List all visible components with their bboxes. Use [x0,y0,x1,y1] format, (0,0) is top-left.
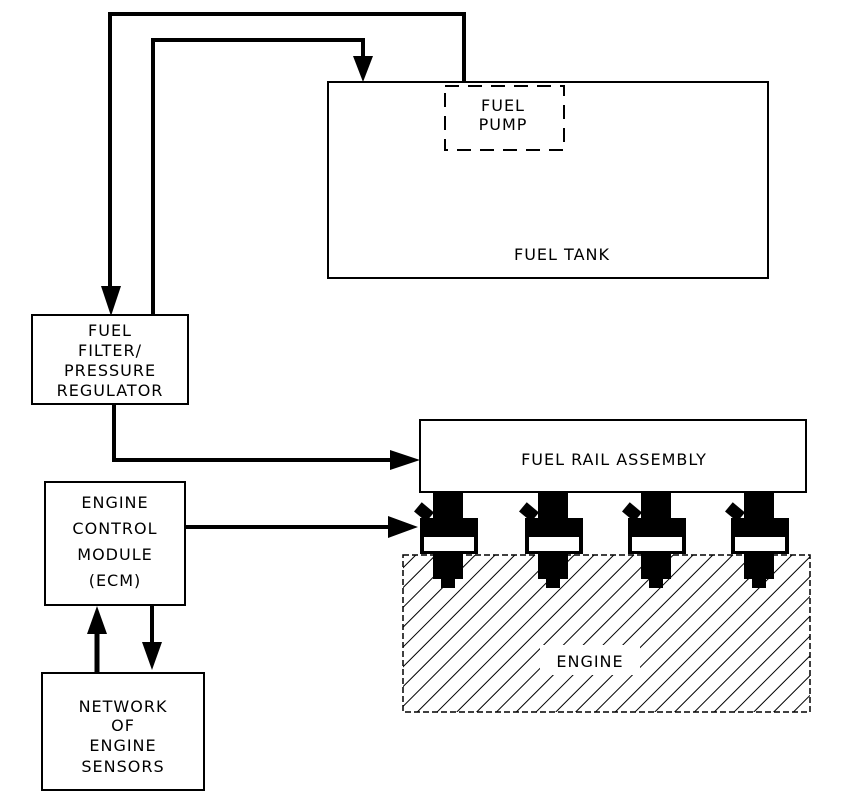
fuel-pump: FUEL PUMP [444,85,565,151]
supply-line-arrow [101,12,466,316]
engine: ENGINE [402,554,811,713]
fuel-rail-assembly: FUEL RAIL ASSEMBLY [419,419,807,493]
fuel-rail-label: FUEL RAIL ASSEMBLY [521,450,707,469]
network-of-engine-sensors: NETWORK OF ENGINE SENSORS [41,672,205,791]
fuel-injector [414,492,478,588]
ecm-label-3: MODULE [77,545,152,564]
sensors-label-4: SENSORS [81,757,164,776]
filter-label-3: PRESSURE [64,361,156,380]
ecm-label-2: CONTROL [72,519,157,538]
fuel-injector [725,492,789,588]
sensors-to-ecm-arrow [87,606,107,672]
ecm-label-1: ENGINE [81,493,148,512]
fuel-injector [622,492,686,588]
engine-label: ENGINE [556,652,623,671]
filter-to-rail-arrow [112,404,420,470]
filter-label-4: REGULATOR [57,381,164,400]
ecm-to-sensors-arrow [142,606,162,670]
fuel-tank: FUEL TANK [327,81,769,279]
sensors-label-1: NETWORK [79,697,168,716]
fuel-pump-label-2: PUMP [479,115,528,134]
sensors-label-2: OF [111,716,135,735]
injectors [414,492,789,588]
fuel-pump-label-1: FUEL [481,96,525,115]
filter-label-1: FUEL [88,321,132,340]
filter-label-2: FILTER/ [78,341,142,360]
ecm-label-4: (ECM) [89,571,142,590]
return-line-arrow [151,38,373,315]
fuel-injector [519,492,583,588]
sensors-label-3: ENGINE [89,736,156,755]
engine-control-module: ENGINE CONTROL MODULE (ECM) [44,481,186,606]
fuel-tank-label: FUEL TANK [514,245,610,264]
ecm-to-injector-arrow [185,516,418,538]
fuel-filter-pressure-regulator: FUEL FILTER/ PRESSURE REGULATOR [31,314,189,405]
